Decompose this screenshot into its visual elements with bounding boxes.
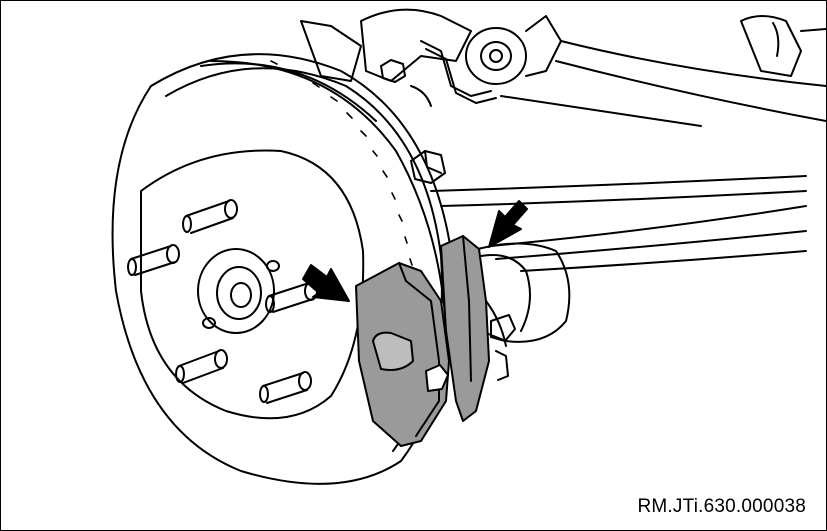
wheel-stud xyxy=(182,199,238,234)
hub-nut xyxy=(410,150,446,184)
caliper-bolt xyxy=(490,314,516,342)
arrow-indicators xyxy=(302,200,528,302)
brake-pad-inner xyxy=(355,262,450,447)
caliper-body xyxy=(470,242,571,381)
steering-knuckle xyxy=(300,8,826,107)
suspension-arm xyxy=(430,40,826,272)
wheel-studs xyxy=(127,199,318,404)
nut-top xyxy=(380,59,406,83)
arrow-inner-pad-icon xyxy=(302,264,350,302)
wheel-stud xyxy=(127,244,180,276)
wheel-stud xyxy=(259,371,312,404)
wheel-stud xyxy=(175,349,228,384)
pad-clip xyxy=(425,364,449,392)
disc-vents xyxy=(270,60,413,266)
figure-reference-code: RM.JTi.630.000038 xyxy=(637,496,806,517)
brake-pad-outer xyxy=(440,235,490,422)
arrow-outer-pad-icon xyxy=(488,200,528,248)
